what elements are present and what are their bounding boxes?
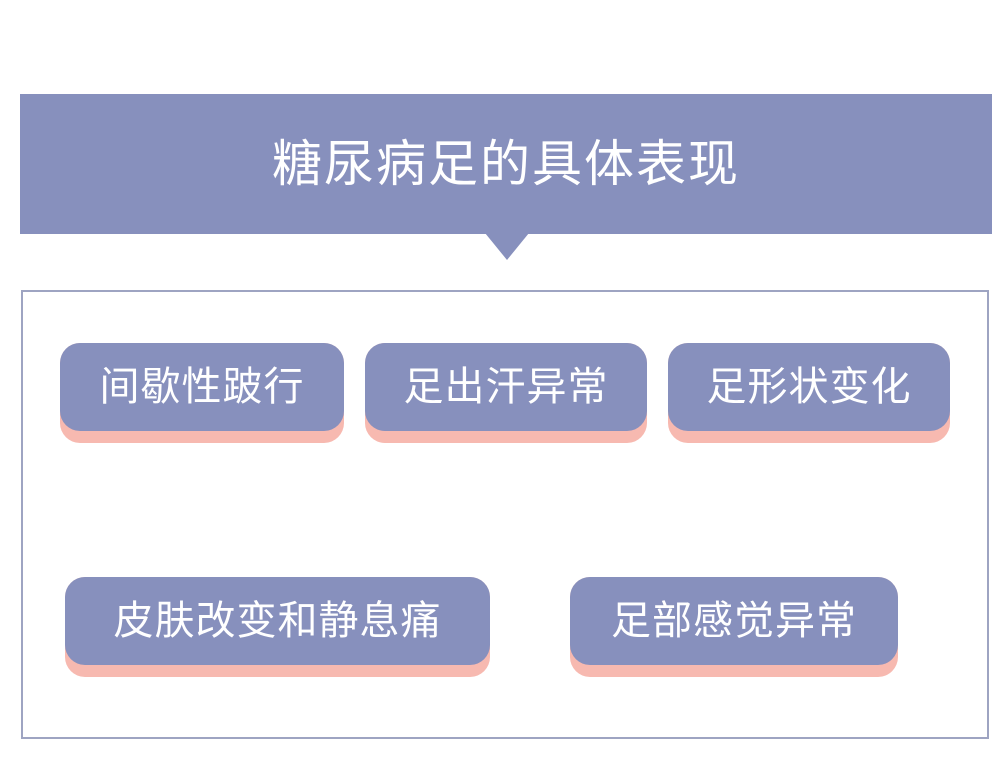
symptom-label: 足形状变化 xyxy=(706,364,912,410)
symptom-label: 间歇性跛行 xyxy=(99,364,305,410)
symptom-pill-face: 足形状变化 xyxy=(668,343,950,431)
symptom-pill-face: 足部感觉异常 xyxy=(570,577,898,665)
symptom-item-abnormal-sweating: 足出汗异常 xyxy=(365,343,647,443)
symptom-label: 足出汗异常 xyxy=(403,364,609,410)
header-pointer-arrow xyxy=(485,233,529,260)
symptom-item-intermittent-claudication: 间歇性跛行 xyxy=(60,343,344,443)
symptom-label: 皮肤改变和静息痛 xyxy=(113,598,442,644)
symptom-item-foot-shape-change: 足形状变化 xyxy=(668,343,950,443)
symptom-label: 足部感觉异常 xyxy=(611,598,857,644)
symptom-item-abnormal-sensation: 足部感觉异常 xyxy=(570,577,898,677)
page-title: 糖尿病足的具体表现 xyxy=(272,135,740,193)
symptom-pill-face: 足出汗异常 xyxy=(365,343,647,431)
symptom-item-skin-change-rest-pain: 皮肤改变和静息痛 xyxy=(65,577,490,677)
symptom-pill-face: 皮肤改变和静息痛 xyxy=(65,577,490,665)
header-banner: 糖尿病足的具体表现 xyxy=(20,94,992,234)
symptom-pill-face: 间歇性跛行 xyxy=(60,343,344,431)
